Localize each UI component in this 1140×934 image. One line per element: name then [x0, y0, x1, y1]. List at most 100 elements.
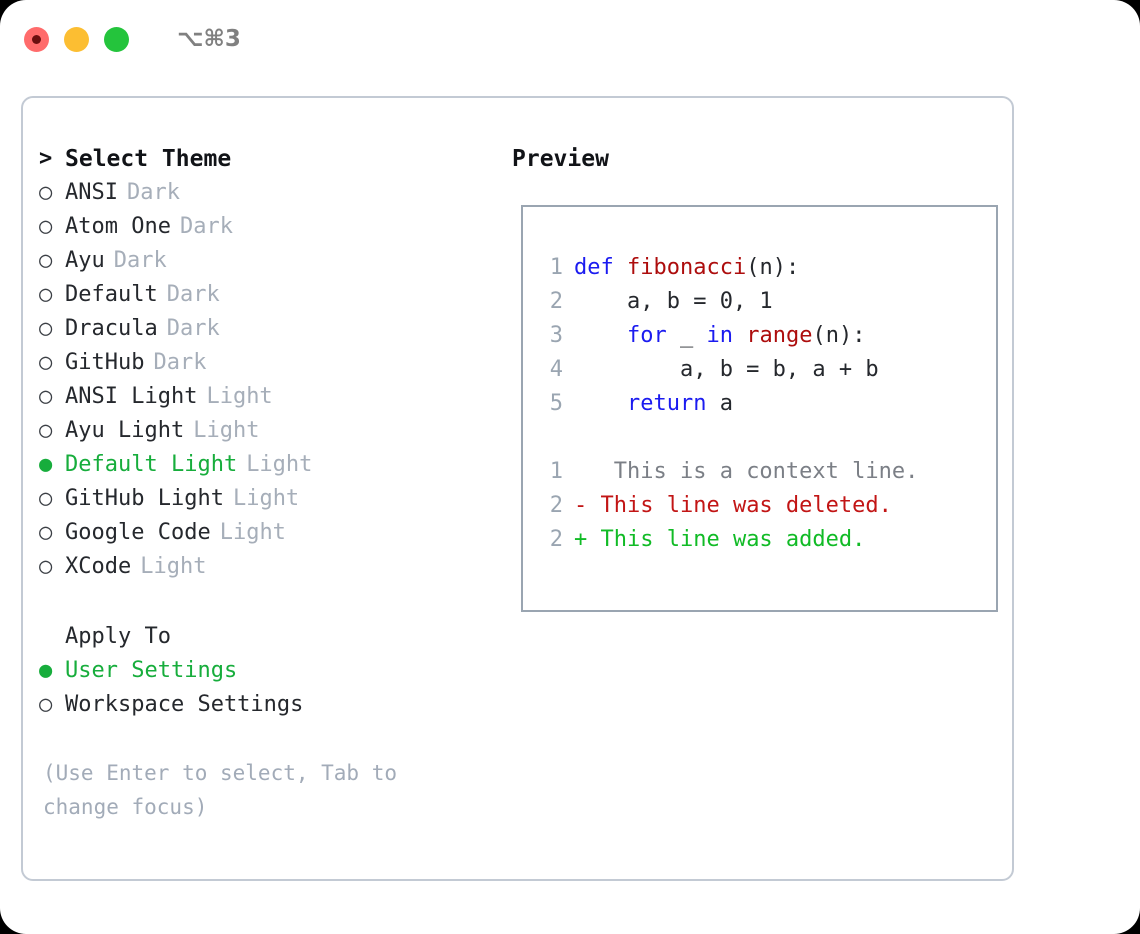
code-token: a — [706, 391, 733, 416]
theme-list-item[interactable]: ● Default Light Light — [39, 448, 503, 482]
theme-list-item[interactable]: ○ GitHub Dark — [39, 346, 503, 380]
code-token — [733, 323, 746, 348]
radio-unselected-icon[interactable]: ○ — [39, 350, 53, 375]
theme-name-label: Default — [65, 282, 158, 307]
select-theme-title: Select Theme — [65, 146, 232, 172]
radio-unselected-icon[interactable]: ○ — [39, 214, 53, 239]
radio-unselected-icon[interactable]: ○ — [39, 486, 53, 511]
code-token — [574, 323, 627, 348]
theme-name-label: Ayu — [65, 248, 105, 273]
theme-list-item[interactable]: ○ Ayu Dark — [39, 244, 503, 278]
theme-list-item[interactable]: ○ ANSI Dark — [39, 176, 503, 210]
code-token: for — [626, 323, 667, 348]
diff-line: 2+ This line was added. — [537, 523, 918, 557]
code-token: (n): — [812, 323, 866, 348]
apply-to-label: User Settings — [65, 658, 238, 683]
theme-name-label: Dracula — [65, 316, 158, 341]
line-number: 2 — [549, 493, 563, 518]
section-spacer — [39, 584, 503, 620]
code-line: 1 def fibonacci(n): — [537, 251, 918, 285]
theme-variant-tag: Light — [246, 452, 313, 477]
line-number: 2 — [549, 527, 563, 552]
traffic-lights — [24, 26, 144, 52]
apply-to-option[interactable]: ● User Settings — [39, 654, 503, 688]
theme-name-label: ANSI — [65, 180, 118, 205]
radio-selected-icon[interactable]: ● — [39, 658, 53, 683]
theme-variant-tag: Light — [206, 384, 273, 409]
prompt-caret-icon: > — [39, 146, 53, 171]
diff-line: 2- This line was deleted. — [537, 489, 918, 523]
code-line: 4 a, b = b, a + b — [537, 353, 918, 387]
radio-unselected-icon[interactable]: ○ — [39, 316, 53, 341]
radio-unselected-icon[interactable]: ○ — [39, 248, 53, 273]
radio-selected-icon[interactable]: ● — [39, 452, 53, 477]
line-number: 3 — [549, 323, 563, 348]
code-token: return — [626, 391, 707, 416]
code-token: fibonacci — [626, 255, 747, 280]
apply-to-option[interactable]: ○ Workspace Settings — [39, 688, 503, 722]
code-line: 3 for _ in range(n): — [537, 319, 918, 353]
radio-unselected-icon[interactable]: ○ — [39, 692, 53, 717]
line-number: 1 — [549, 459, 563, 484]
theme-variant-tag: Dark — [153, 350, 207, 375]
theme-name-label: Default Light — [65, 452, 238, 477]
theme-variant-tag: Light — [232, 486, 300, 511]
code-line: 2 a, b = 0, 1 — [537, 285, 918, 319]
minimize-button[interactable] — [64, 26, 89, 52]
theme-variant-tag: Dark — [166, 316, 220, 341]
theme-variant-tag: Dark — [113, 248, 167, 273]
code-token: _ — [666, 323, 707, 348]
diff-text: This is a context line. — [587, 459, 919, 484]
theme-name-label: ANSI Light — [65, 384, 198, 409]
code-token: a, b = 0, 1 — [574, 289, 773, 314]
theme-name-label: Atom One — [65, 214, 171, 239]
preview-title: Preview — [512, 146, 609, 172]
radio-unselected-icon[interactable]: ○ — [39, 520, 53, 545]
line-number: 1 — [549, 255, 563, 280]
title-bar: ⌥⌘3 — [0, 0, 1140, 78]
apply-to-title: Apply To — [65, 624, 171, 649]
maximize-button[interactable] — [104, 26, 129, 52]
diff-sign: - — [574, 493, 588, 518]
diff-sign: + — [574, 527, 588, 552]
radio-unselected-icon[interactable]: ○ — [39, 554, 53, 579]
radio-unselected-icon[interactable]: ○ — [39, 180, 53, 205]
code-token: def — [574, 255, 627, 280]
radio-unselected-icon[interactable]: ○ — [39, 418, 53, 443]
theme-variant-tag: Light — [140, 554, 207, 579]
hint-spacer — [39, 722, 503, 756]
diff-sign — [574, 459, 587, 484]
theme-name-label: Google Code — [65, 520, 211, 545]
code-line: 5 return a — [537, 387, 918, 421]
select-theme-header: > Select Theme — [39, 142, 503, 176]
code-token — [574, 391, 627, 416]
apply-to-options: ● User Settings ○ Workspace Settings — [39, 654, 503, 722]
theme-variant-tag: Dark — [126, 180, 180, 205]
theme-list-item[interactable]: ○ Dracula Dark — [39, 312, 503, 346]
close-button[interactable] — [24, 26, 49, 52]
diff-line: 1 This is a context line. — [537, 455, 919, 489]
code-token: in — [706, 323, 733, 348]
theme-name-label: Ayu Light — [65, 418, 185, 443]
radio-unselected-icon[interactable]: ○ — [39, 282, 53, 307]
theme-variant-tag: Light — [219, 520, 286, 545]
code-blank-line — [537, 421, 918, 455]
radio-unselected-icon[interactable]: ○ — [39, 384, 53, 409]
code-token: a, b = b, a + b — [574, 357, 879, 382]
apply-to-label: Workspace Settings — [65, 692, 304, 717]
theme-name-label: GitHub — [65, 350, 145, 375]
theme-list-item[interactable]: ○ ANSI Light Light — [39, 380, 503, 414]
keyboard-shortcut-label: ⌥⌘3 — [177, 26, 241, 52]
code-token: (n): — [746, 255, 800, 280]
theme-list-item[interactable]: ○ Google Code Light — [39, 516, 503, 550]
